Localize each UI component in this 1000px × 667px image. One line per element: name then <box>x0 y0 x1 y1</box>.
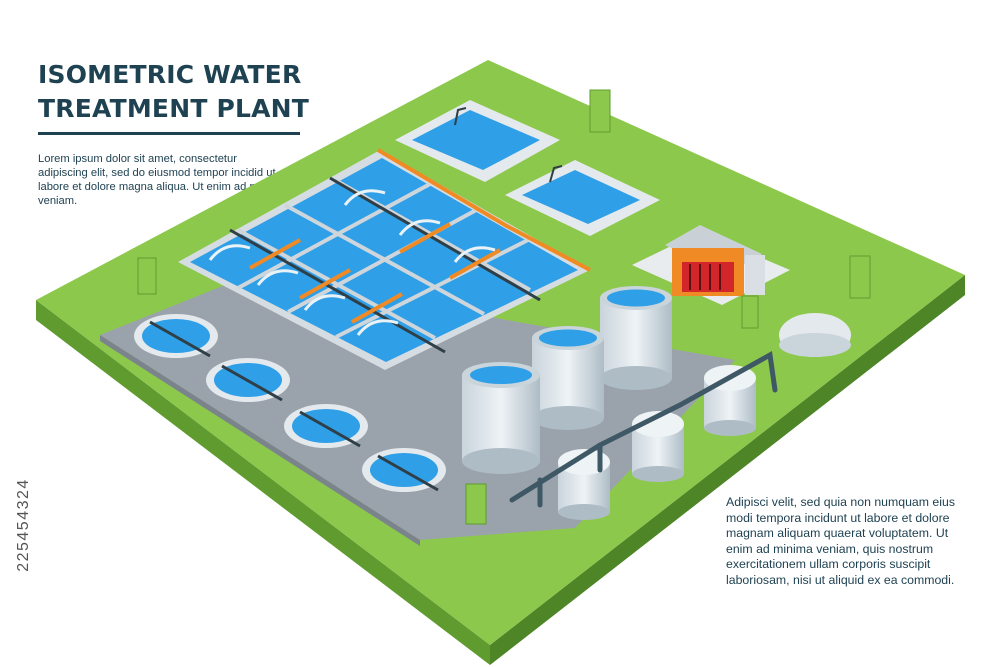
page-title: ISOMETRIC WATER TREATMENT PLANT <box>38 58 338 126</box>
ground-side-left <box>36 300 490 665</box>
tree-icon <box>137 89 871 525</box>
orange-channels <box>249 148 591 324</box>
title-divider <box>38 132 300 135</box>
tank-icon <box>462 362 540 474</box>
pump-house-icon <box>632 225 790 305</box>
u-pipes <box>208 189 496 336</box>
clarifier-icon <box>362 448 446 492</box>
intro-paragraph: Lorem ipsum dolor sit amet, consectetur … <box>38 153 280 207</box>
dome-tank-icon <box>632 411 684 482</box>
ground-side-right <box>490 275 965 665</box>
settling-pool-1 <box>395 100 560 182</box>
title-line-2: TREATMENT PLANT <box>38 94 310 123</box>
aeration-walkways <box>229 176 541 354</box>
clarifier-base-edge <box>100 335 420 546</box>
clarifier-icon <box>134 314 218 358</box>
settling-pool-2 <box>505 160 660 236</box>
pipe-network <box>509 351 778 508</box>
body-paragraph: Adipisci velit, sed quia non numquam eiu… <box>726 495 955 587</box>
dome-tank-icon <box>779 313 851 357</box>
tank-icon <box>532 326 604 430</box>
clarifier-icon <box>206 358 290 402</box>
title-line-1: ISOMETRIC WATER <box>38 60 302 89</box>
tank-icon <box>600 286 672 390</box>
clarifier-icon <box>284 404 368 448</box>
